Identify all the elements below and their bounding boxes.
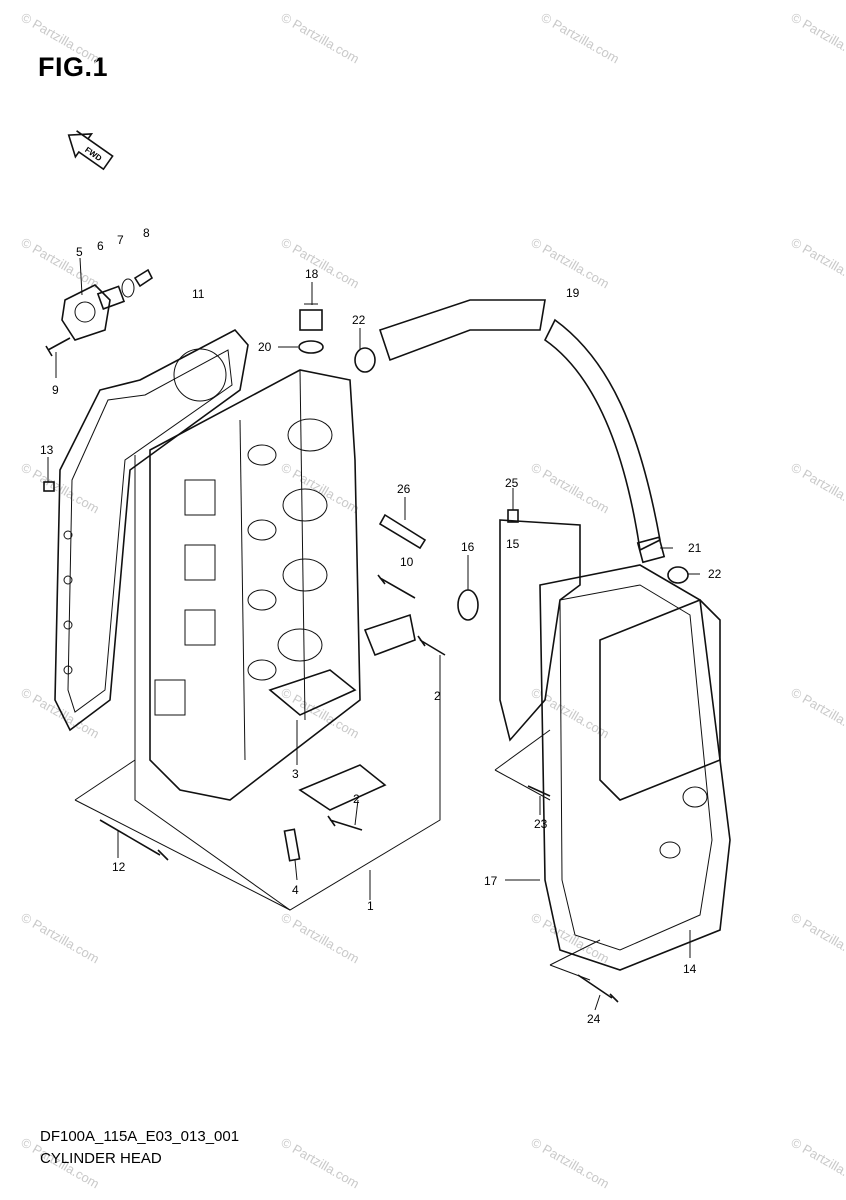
callout-8: 8 <box>143 226 150 240</box>
watermark: © Partzilla.com <box>789 460 846 517</box>
watermark: © Partzilla.com <box>529 1135 612 1192</box>
watermark: © Partzilla.com <box>279 460 362 517</box>
watermark: © Partzilla.com <box>19 910 102 967</box>
watermark-layer: © Partzilla.com © Partzilla.com © Partzi… <box>19 10 846 1192</box>
callout-2: 2 <box>434 689 441 703</box>
watermark: © Partzilla.com <box>789 910 846 967</box>
callout-5: 5 <box>76 245 83 259</box>
cylinder-head-part <box>149 369 361 801</box>
bolt-2-upper-part <box>417 635 446 656</box>
hose-19-part <box>354 299 689 584</box>
figure-title: FIG.1 <box>38 52 109 82</box>
callout-26: 26 <box>397 482 411 496</box>
callout-10: 10 <box>400 555 414 569</box>
bolt-10-part <box>377 574 416 599</box>
camshaft-caps-part <box>268 669 387 811</box>
callout-2: 2 <box>353 792 360 806</box>
oring-16-part <box>457 589 479 621</box>
callout-9: 9 <box>52 383 59 397</box>
callout-23: 23 <box>534 817 548 831</box>
watermark: © Partzilla.com <box>279 1135 362 1192</box>
bolt-24-part <box>577 974 619 1003</box>
callout-11: 11 <box>192 287 205 301</box>
watermark: © Partzilla.com <box>279 235 362 292</box>
diagram-code: DF100A_115A_E03_013_001 <box>40 1128 240 1145</box>
callout-1: 1 <box>367 899 374 913</box>
callout-20: 20 <box>258 340 272 354</box>
sensor-26-part <box>378 513 427 550</box>
bolt-12-part <box>99 819 169 861</box>
callout-16: 16 <box>461 540 475 554</box>
watermark: © Partzilla.com <box>529 910 612 967</box>
callout-22: 22 <box>352 313 366 327</box>
callout-22: 22 <box>708 567 722 581</box>
callout-24: 24 <box>587 1012 601 1026</box>
fwd-arrow-icon: FWD <box>67 130 114 171</box>
callout-13: 13 <box>40 443 54 457</box>
plate-15-part <box>499 519 581 742</box>
bolt-23-part <box>527 785 551 797</box>
callout-19: 19 <box>566 286 580 300</box>
plug-13-part <box>43 481 55 492</box>
watermark: © Partzilla.com <box>19 10 102 67</box>
watermark: © Partzilla.com <box>279 10 362 67</box>
bolt-2-lower-part <box>327 815 363 831</box>
watermark: © Partzilla.com <box>789 1135 846 1192</box>
watermark: © Partzilla.com <box>19 685 102 742</box>
watermark: © Partzilla.com <box>279 910 362 967</box>
thermostat-cover-part <box>61 268 154 341</box>
fitting-18-part <box>298 303 324 354</box>
bracket-part <box>363 613 416 657</box>
watermark: © Partzilla.com <box>789 10 846 67</box>
callout-21: 21 <box>688 541 702 555</box>
leader-lines <box>47 257 700 1011</box>
callout-12: 12 <box>112 860 126 874</box>
callout-3: 3 <box>292 767 299 781</box>
watermark: © Partzilla.com <box>789 685 846 742</box>
head-gasket-part <box>54 328 249 732</box>
callout-15: 15 <box>506 537 520 551</box>
watermark: © Partzilla.com <box>539 10 622 67</box>
callout-25: 25 <box>505 476 519 490</box>
watermark: © Partzilla.com <box>789 235 846 292</box>
head-cover-part <box>539 564 731 971</box>
callout-6: 6 <box>97 239 104 253</box>
bolt-9-part <box>45 337 71 357</box>
callout-14: 14 <box>683 962 697 976</box>
callout-18: 18 <box>305 267 319 281</box>
watermark: © Partzilla.com <box>19 235 102 292</box>
callout-4: 4 <box>292 883 299 897</box>
dowel-4-part <box>283 828 301 862</box>
watermark: © Partzilla.com <box>529 460 612 517</box>
callout-17: 17 <box>484 874 498 888</box>
callout-7: 7 <box>117 233 124 247</box>
diagram-name: CYLINDER HEAD <box>40 1150 162 1167</box>
watermark: © Partzilla.com <box>529 235 612 292</box>
callout-labels: 1 2 2 3 4 5 6 7 8 9 10 11 12 13 14 15 16… <box>40 226 722 1026</box>
